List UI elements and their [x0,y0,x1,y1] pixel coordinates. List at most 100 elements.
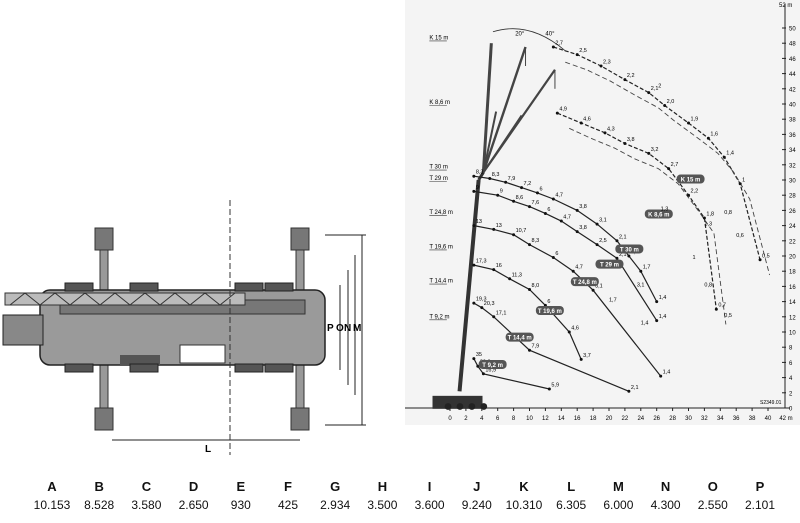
dimension-value: 2.550 [697,498,728,512]
jib-angle-40: 40° [545,32,555,38]
outrigger-pad-2 [94,407,114,431]
extra-value-label: 0,8 [724,210,732,216]
curve-value-label: 3,8 [579,204,587,210]
y-tick-label: 34 [789,148,796,154]
extra-value-label: 3,1 [637,282,645,288]
curve-point-t30 [639,269,643,273]
y-tick-label: 18 [789,270,796,276]
width-dimension-lines [325,234,366,426]
badge-t196: T 19,6 m [538,309,562,315]
x-tick-label: 34 [717,416,724,422]
curve-value-label: 4,7 [575,265,583,271]
extra-value-label: 1,7 [609,298,617,304]
dimension-value: 6.000 [603,498,634,512]
curve-value-label: 2,7 [671,162,679,168]
curve-value-label: 4,7 [563,215,571,221]
curve-point-t248 [472,224,476,228]
x-tick-label: 38 [749,416,756,422]
curve-value-label: 8,0 [532,283,540,289]
curve-point-t144 [492,315,496,319]
dimension-value: 10.153 [33,498,71,512]
curve-value-label: 10,7 [516,228,527,234]
curve-value-label: 4,6 [571,326,579,332]
curve-value-label: 3,8 [579,225,587,231]
dimension-letter: F [284,479,292,494]
dimension-letter: P [755,479,765,494]
y-tick-label: 28 [789,194,796,200]
dim-label-p: P [327,323,334,334]
curve-point-t92 [476,364,480,368]
x-tick-label: 20 [606,416,613,422]
curve-point-t30 [520,186,524,190]
x-tick-label: 12 [542,416,549,422]
curve-value-label: 9 [476,185,479,191]
curve-value-label: 2,2 [691,189,699,195]
x-tick-label: 40 [765,416,772,422]
dimension-value: 2.650 [178,498,209,512]
curve-value-label: 4,3 [607,126,615,132]
curve-t92 [473,358,550,390]
curve-value-label: 2,7 [555,41,563,47]
curve-point-t144 [528,348,531,352]
curve-value-label: 8,3 [532,238,540,244]
curve-value-label: 2,5 [599,238,607,244]
lattice-jib [4,292,246,306]
curve-value-label: 7,2 [524,181,532,187]
curve-point-t30 [488,176,492,180]
badge-k86: K 8,6 m [648,212,669,218]
curve-point-t248 [512,233,516,237]
curve-value-label: 1,4 [659,295,667,301]
curve-value-label: 13 [476,219,482,225]
curve-value-label: 2,0 [667,99,675,105]
curve-point-k15 [647,91,651,95]
x-tick-label: 18 [590,416,597,422]
curve-point-k15 [623,78,627,82]
curve-value-label: 35 [476,352,482,358]
y-tick-label: 0 [789,407,793,413]
dimension-value: 930 [230,498,251,512]
dimension-letter: M [612,479,624,494]
y-tick-label: 46 [789,57,796,63]
jib-angle-arc [492,28,566,52]
y-tick-label: 24 [789,224,796,230]
dimension-letter: O [707,479,718,494]
badge-bg-t29 [595,259,624,269]
outrigger-pad-4 [290,407,310,431]
curve-point-k15 [687,121,690,125]
curve-value-label: 7,9 [508,176,516,182]
curve-value-label: 1,6 [710,132,718,138]
curve-point-t144 [480,306,484,310]
curve-point-t196 [528,287,531,291]
badge-bg-k86 [644,209,673,219]
curve-point-t29 [496,193,500,197]
x-tick-label: 30 [685,416,692,422]
curve-point-t196 [472,263,476,267]
curve-value-label: 2,1 [631,385,639,391]
telescopic-boom [457,179,481,392]
curve-point-k86 [702,216,706,220]
curve-value-label: 11,3 [512,272,522,278]
curve-point-t30 [655,300,659,304]
curve-value-label: 7,9 [532,344,540,350]
curve-value-label: 1,4 [726,151,734,157]
curve-value-label: 1,7 [643,265,651,271]
curve-point-k86 [714,307,718,311]
curve-point-t196 [508,277,512,281]
extra-value-label: 1 [692,255,695,261]
curve-value-label: 0,5 [762,253,770,259]
curve-value-label: 6 [555,251,558,257]
curve-point-k15 [722,155,726,159]
y-tick-label: 20 [789,255,796,261]
outrigger-pad-3 [290,227,310,251]
badge-k15: K 15 m [681,178,701,184]
curve-value-label: 4,9 [559,107,567,113]
curve-value-label: 1,4 [659,314,667,320]
x-tick-label: 14 [558,416,565,422]
y-tick-label: 50 [789,27,796,33]
curve-value-label: 2,1 [619,234,627,240]
